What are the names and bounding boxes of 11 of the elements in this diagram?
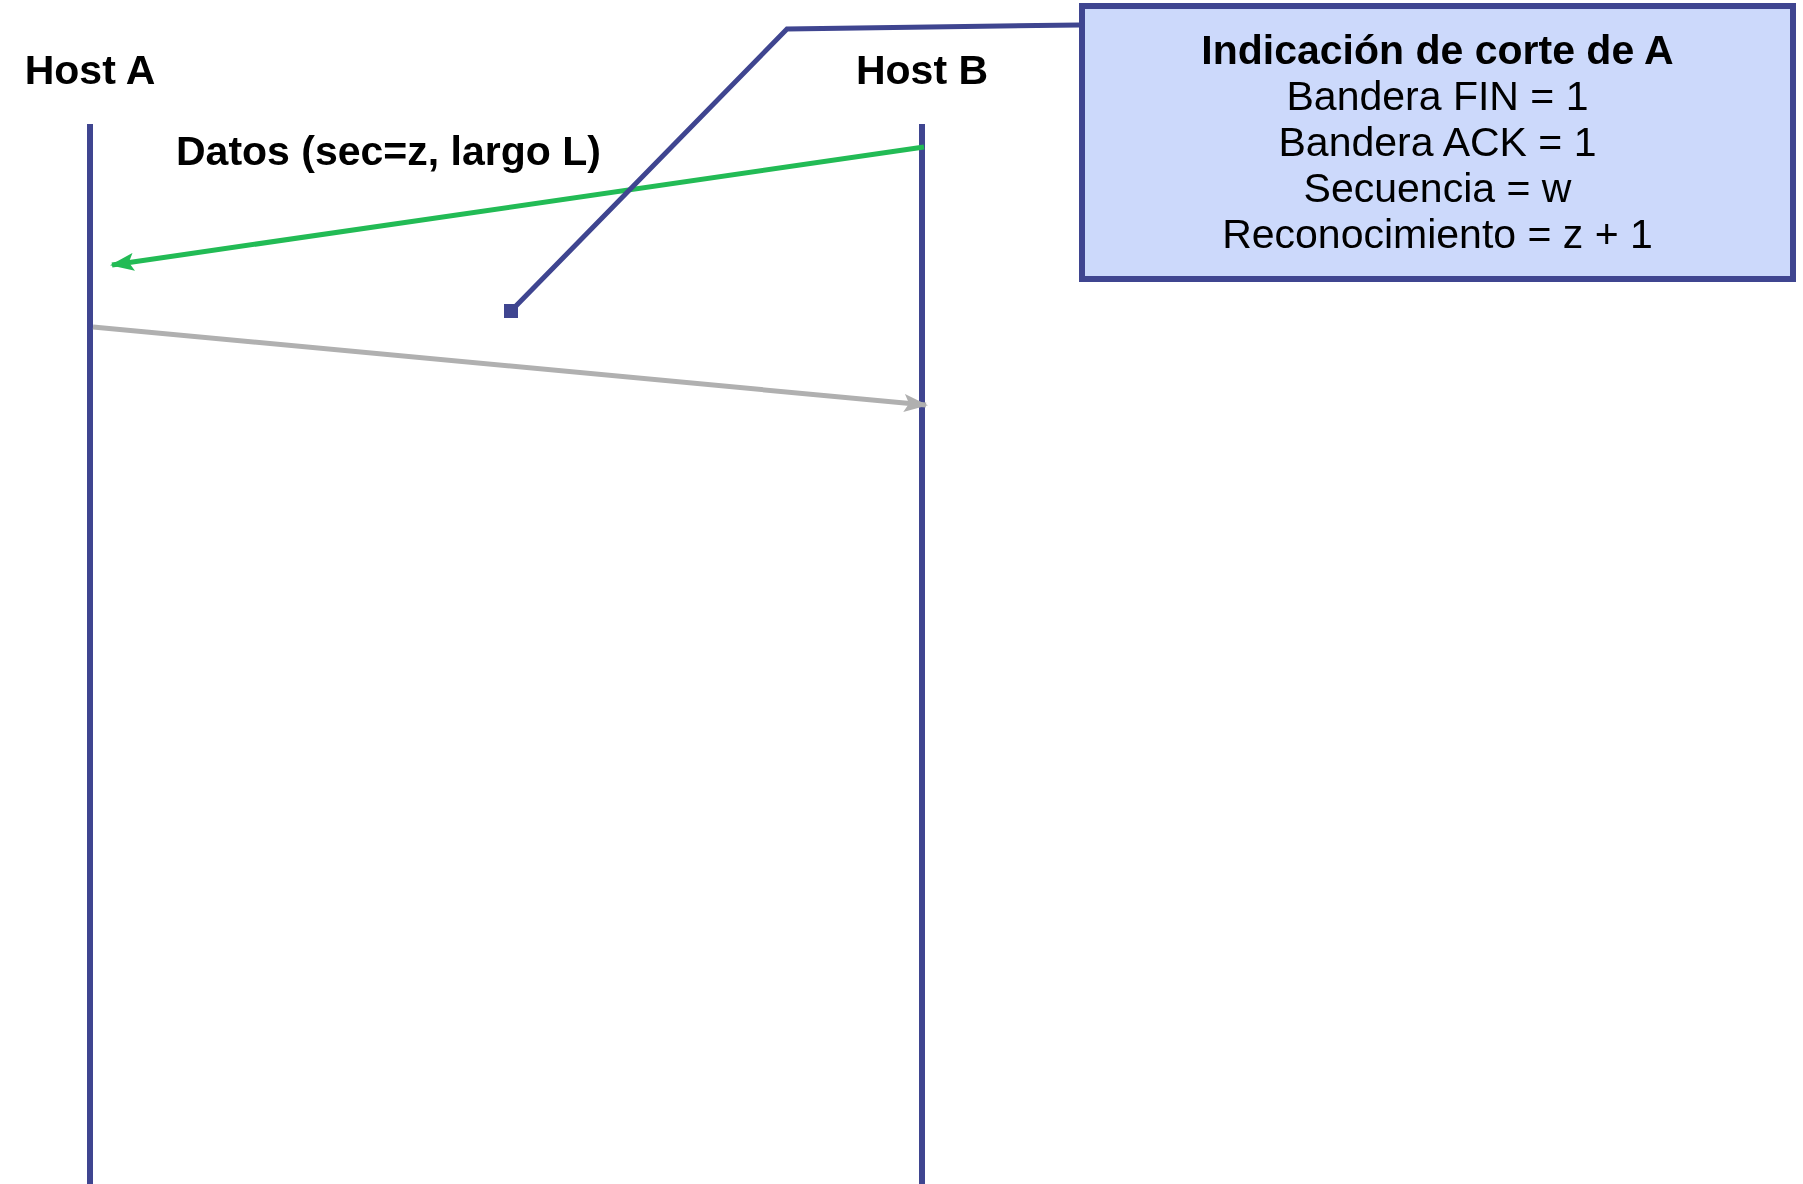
host-label: Host A <box>23 46 157 94</box>
field-value-text: Bandera ACK = 1 <box>1277 119 1598 165</box>
field-value-text: Bandera FIN = 1 <box>1285 73 1590 119</box>
leader-line <box>504 22 1080 318</box>
callout-heading: Indicación de corte de A <box>1200 27 1675 73</box>
host-label: Host B <box>854 46 990 94</box>
message-arrow <box>92 324 928 412</box>
callout-box <box>1079 3 1796 282</box>
field-value-text: Secuencia = w <box>1302 165 1573 211</box>
field-value-text: Reconocimiento = z + 1 <box>1221 211 1654 257</box>
message-arrow <box>110 144 925 271</box>
